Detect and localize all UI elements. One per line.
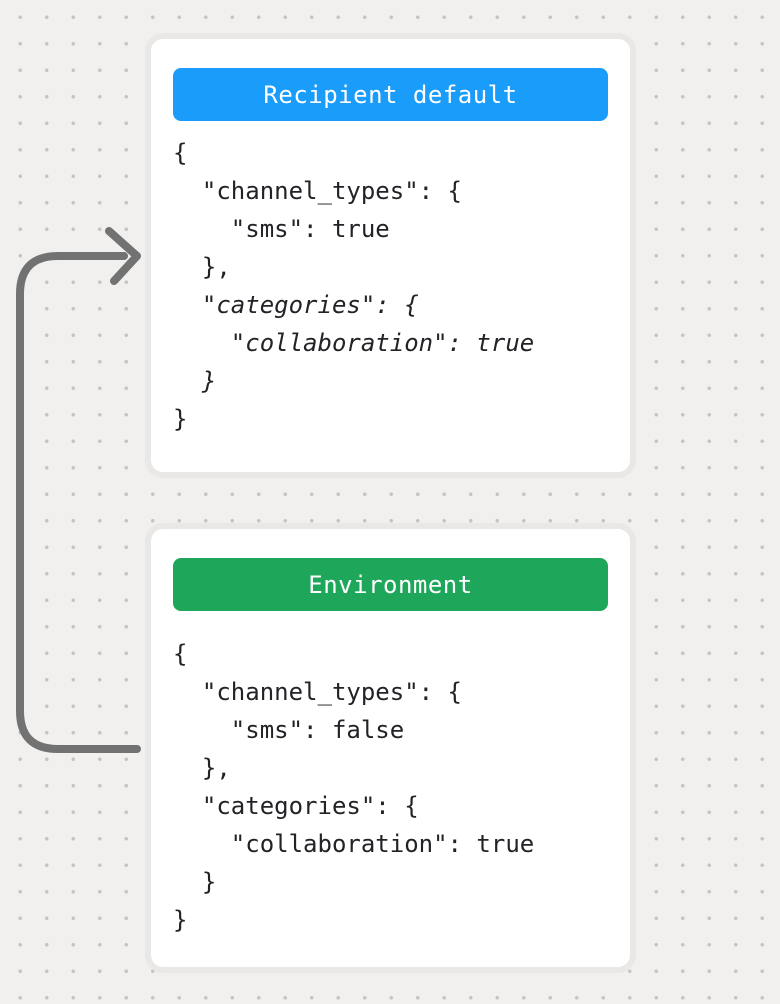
code-line: "collaboration": true <box>173 830 535 858</box>
environment-code-block: { "channel_types": { "sms": false }, "ca… <box>173 635 608 939</box>
recipient-default-card: Recipient default { "channel_types": { "… <box>145 33 636 478</box>
code-line: } <box>173 868 217 896</box>
code-line: }, <box>173 253 231 281</box>
code-line: { <box>173 640 188 668</box>
environment-header: Environment <box>173 558 608 611</box>
code-line: { <box>173 139 188 167</box>
flow-arrow-line <box>16 252 141 753</box>
flow-arrowhead-icon <box>105 227 141 285</box>
code-line: "collaboration": true <box>173 329 535 357</box>
code-line: "channel_types": { <box>173 177 462 205</box>
code-line: }, <box>173 754 231 782</box>
code-line: "categories": { <box>173 291 419 319</box>
recipient-default-code-block: { "channel_types": { "sms": true }, "cat… <box>173 134 608 438</box>
code-line: } <box>173 405 188 433</box>
code-line: } <box>173 906 188 934</box>
code-line: "sms": false <box>173 716 405 744</box>
code-line: "channel_types": { <box>173 678 462 706</box>
code-line: } <box>173 367 217 395</box>
code-line: "categories": { <box>173 792 419 820</box>
code-line: "sms": true <box>173 215 390 243</box>
flow-arrow <box>16 227 141 753</box>
recipient-default-header: Recipient default <box>173 68 608 121</box>
environment-card: Environment { "channel_types": { "sms": … <box>145 523 636 973</box>
